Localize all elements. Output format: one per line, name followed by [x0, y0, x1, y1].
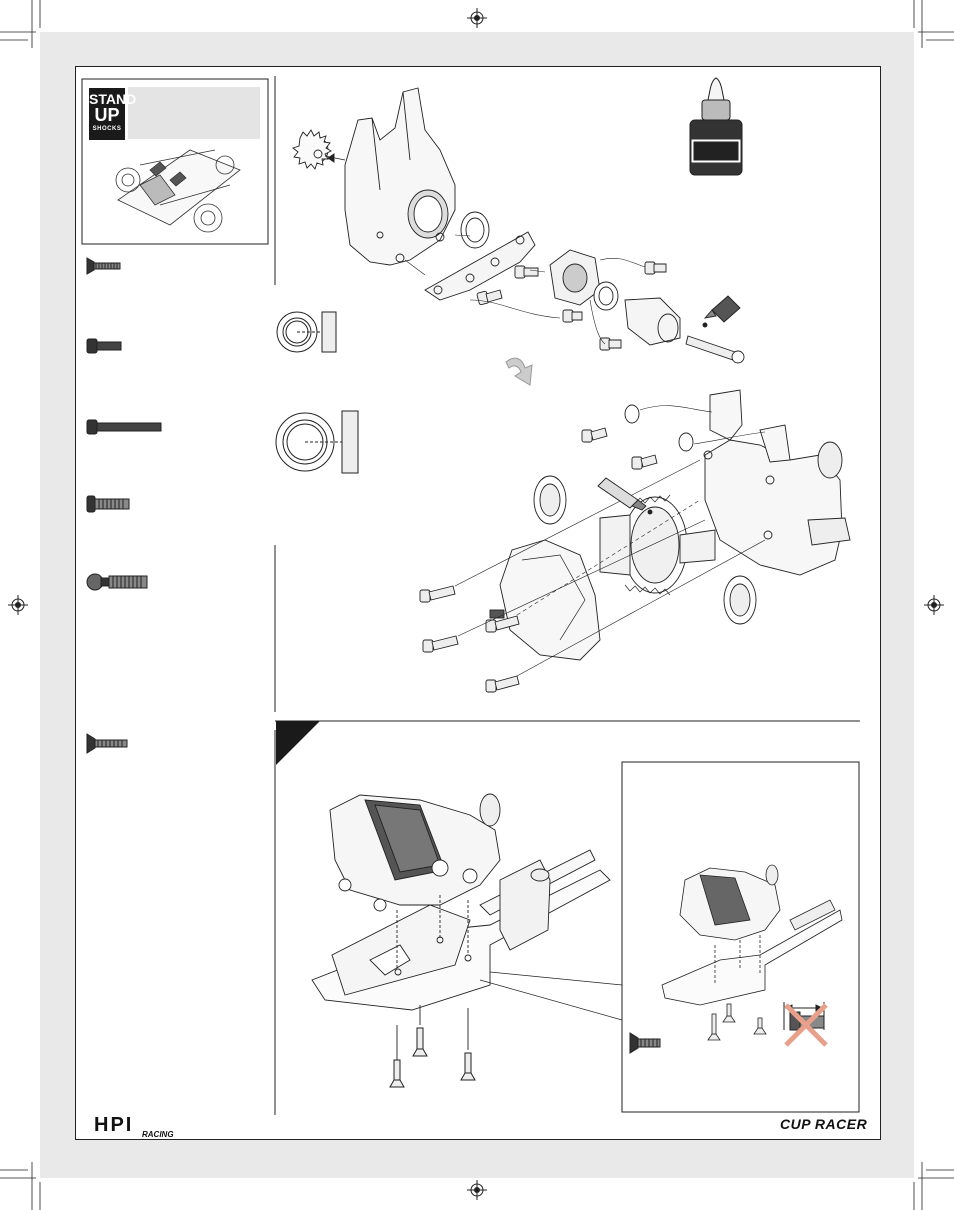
flat-head-screw-icon [86, 257, 121, 275]
flat-head-screw-icon [707, 1003, 767, 1041]
thread-lock-bottle-icon [702, 295, 741, 328]
registration-mark-icon [8, 595, 28, 615]
grease-tube-icon [597, 477, 653, 515]
long-cap-screw-icon [86, 419, 162, 435]
callout-grey-panel [128, 87, 260, 139]
step-number-tab [276, 721, 320, 765]
ball-stud-icon [86, 573, 148, 591]
inset-detail-box [621, 761, 860, 1113]
turn-arrow-icon [505, 357, 533, 386]
inset-chassis-assembly [661, 864, 843, 1006]
callout-leader-line [489, 971, 623, 986]
car-thumbnail-illustration [115, 149, 241, 233]
stand-up-line2: UP [94, 105, 120, 125]
hpi-logo-main: HPI [94, 1114, 134, 1136]
flat-head-screw-icon [86, 733, 128, 754]
stand-up-line3: SHOCKS [92, 126, 122, 132]
registration-mark-icon [924, 595, 944, 615]
flat-head-screw-icon [629, 1032, 661, 1054]
flat-head-screw-icon [389, 1027, 476, 1088]
hpi-racing-logo: HPI RACING [94, 1114, 174, 1139]
top-exploded-assembly [292, 87, 745, 364]
differential-exploded-assembly [419, 389, 851, 693]
cap-head-screw-icon [86, 338, 122, 354]
hpi-logo-sub: RACING [142, 1130, 174, 1139]
cap-head-screw-icon [476, 261, 667, 351]
bearing-icon [276, 311, 337, 353]
cap-head-screw-icon [419, 427, 658, 693]
stand-up-shocks-logo: STAND UP SHOCKS [89, 88, 137, 140]
button-head-screw-icon [86, 495, 130, 513]
prohibited-cross-icon [783, 1002, 828, 1047]
callout-leader-line [479, 979, 623, 1021]
pinion-gear [292, 129, 332, 170]
chassis-mount-assembly [311, 793, 611, 1060]
cup-racer-logo: CUP RACER [780, 1116, 868, 1132]
registration-mark-icon [467, 1180, 487, 1200]
thread-lock-bottle-icon [689, 77, 743, 176]
registration-mark-icon [467, 8, 487, 28]
stand-up-line1: STAND [89, 91, 137, 107]
stand-up-callout-box [81, 78, 269, 245]
bearing-icon [275, 410, 359, 474]
